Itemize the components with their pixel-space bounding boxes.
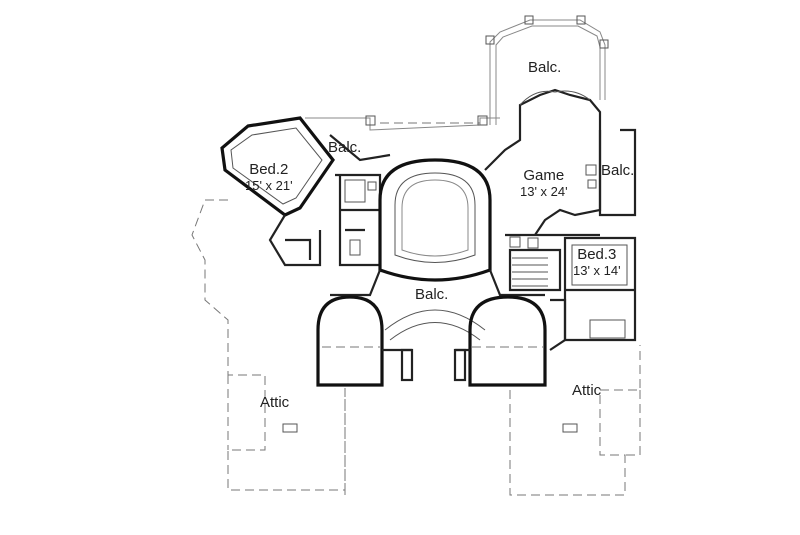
stair-walls	[505, 233, 600, 292]
bed2-name: Bed.2	[249, 161, 289, 178]
room-label-balc-center: Balc.	[415, 286, 449, 303]
bed3-name: Bed.3	[577, 246, 617, 263]
balcony-bed2-walls	[305, 117, 500, 131]
attic-left-outline	[191, 199, 346, 491]
balcony-center-walls	[330, 269, 545, 297]
central-oval-room	[378, 158, 492, 282]
room-label-attic-right: Attic	[572, 382, 602, 399]
tower-right	[468, 295, 547, 387]
game-name: Game	[523, 167, 565, 184]
room-label-balc-top: Balc.	[528, 59, 562, 76]
bed3-size: 13' x 14'	[573, 263, 621, 278]
attic-hatch-right	[562, 423, 578, 433]
game-room-walls	[484, 88, 602, 236]
attic-right-outline	[509, 345, 641, 496]
tower-left	[316, 295, 384, 387]
bath-walls	[335, 173, 382, 267]
room-label-balc-bed2: Balc.	[328, 139, 362, 156]
room-label-attic-left: Attic	[260, 394, 290, 411]
bed2-walls	[220, 116, 335, 217]
bed2-size: 15' x 21'	[245, 178, 293, 193]
attic-hatch-left	[282, 423, 298, 433]
room-label-balc-right: Balc.	[601, 162, 635, 179]
game-size: 13' x 24'	[520, 184, 568, 199]
balcony-top-walls	[489, 19, 606, 125]
attic-left-inner	[227, 375, 346, 495]
